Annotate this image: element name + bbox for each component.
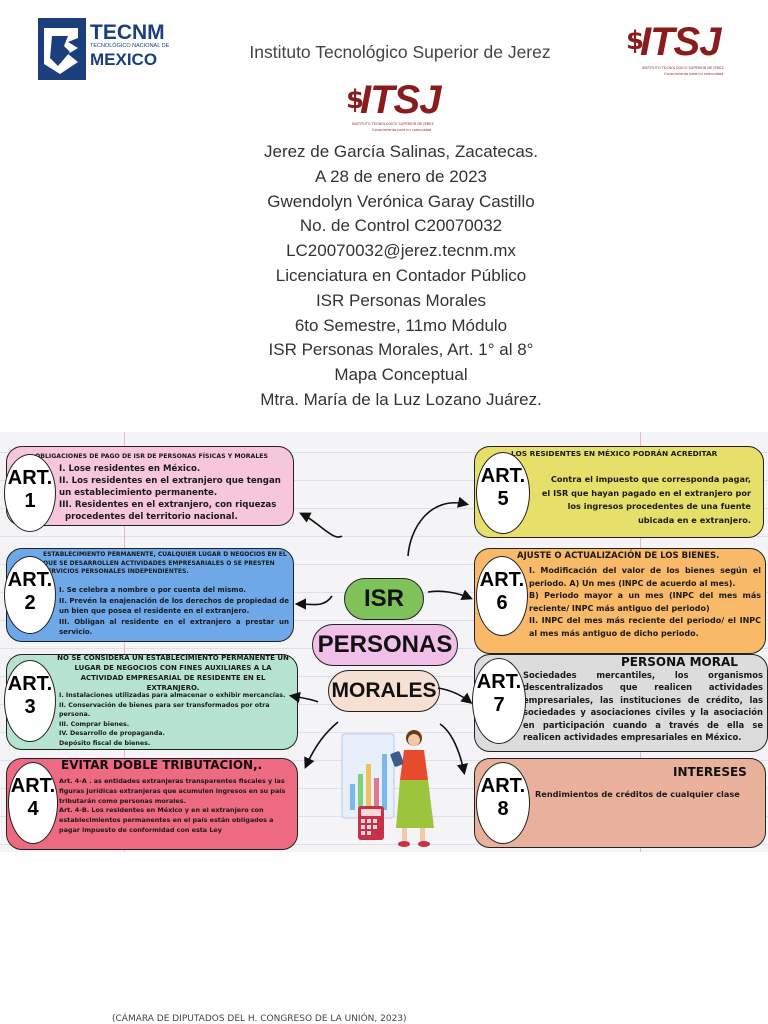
article-7-body: Sociedades mercantiles, los organismos d… bbox=[523, 670, 763, 743]
article-7-badge: ART.7 bbox=[472, 658, 526, 744]
article-3-badge: ART.3 bbox=[4, 660, 56, 742]
concept-map: OBLIGACIONES DE PAGO DE ISR DE PERSONAS … bbox=[0, 432, 768, 852]
article-5-badge: ART.5 bbox=[476, 452, 530, 534]
article-1-heading: OBLIGACIONES DE PAGO DE ISR DE PERSONAS … bbox=[35, 453, 268, 460]
article-2-body: I. Se celebra a nombre o por cuenta del … bbox=[59, 586, 289, 636]
article-2-heading: ESTABLECIMIENTO PERMANENTE, CUALQUIER LU… bbox=[43, 551, 287, 576]
info-place: Jerez de García Salinas, Zacatecas. bbox=[263, 142, 539, 161]
article-8-box: INTERESES Rendimientos de créditos de cu… bbox=[474, 758, 766, 848]
center-personas: PERSONAS bbox=[312, 624, 458, 666]
tecnm-logo bbox=[38, 18, 168, 80]
tecnm-wordmark: TECNM bbox=[90, 21, 165, 44]
info-type: Mapa Conceptual bbox=[334, 365, 468, 385]
article-4-body: Art. 4-A . as entidades extranjeras tran… bbox=[59, 777, 286, 834]
reference-footer: (CÁMARA DE DIPUTADOS DEL H. CONGRESO DE … bbox=[112, 1014, 407, 1024]
info-semester: 6to Semestre, 11mo Módulo bbox=[294, 315, 508, 335]
article-4-badge: ART.4 bbox=[8, 762, 58, 844]
article-8-body: Rendimientos de créditos de cualquier cl… bbox=[535, 789, 740, 799]
connector-arrows bbox=[288, 496, 473, 776]
article-1-badge: ART.1 bbox=[4, 454, 56, 532]
article-2-badge: ART.2 bbox=[4, 556, 56, 634]
article-7-heading: PERSONA MORAL bbox=[621, 655, 738, 669]
tecnm-country: MEXICO bbox=[90, 50, 158, 69]
article-6-body: I. Modificación del valor de los bienes … bbox=[529, 566, 761, 638]
gear-dollar-icon: $ bbox=[346, 85, 365, 115]
article-8-badge: ART.8 bbox=[476, 762, 530, 844]
itsj-subtitle: INSTITUTO TECNOLÓGICO SUPERIOR DE JEREZ bbox=[642, 66, 724, 70]
center-isr: ISR bbox=[344, 578, 424, 620]
itsj-wordmark: ITSJ bbox=[360, 78, 441, 122]
article-1-box: OBLIGACIONES DE PAGO DE ISR DE PERSONAS … bbox=[6, 446, 294, 526]
info-email: LC20070032@jerez.tecnm.mx bbox=[286, 241, 516, 261]
itsj-motto: Conocimiento para mi comunidad bbox=[664, 72, 724, 76]
itsj-motto: Conocimiento para mi comunidad bbox=[372, 128, 432, 132]
accountant-illustration bbox=[341, 730, 434, 847]
article-4-heading: EVITAR DOBLE TRIBUTACIÓN,. bbox=[61, 758, 263, 772]
article-6-badge: ART.6 bbox=[476, 556, 528, 636]
institute-title: Instituto Tecnológico Superior de Jerez bbox=[249, 42, 551, 62]
article-6-heading: AJUSTE O ACTUALIZACIÓN DE LOS BIENES. bbox=[517, 551, 720, 561]
tecnm-emblem-icon bbox=[38, 18, 86, 80]
article-3-heading: NO SE CONSIDERA UN ESTABLECIMIENTO PERMA… bbox=[57, 654, 289, 692]
article-5-body: Contra el impuesto que corresponda pagar… bbox=[541, 474, 751, 525]
document-info: Jerez de García Salinas, Zacatecas. A 28… bbox=[160, 140, 642, 413]
tecnm-subtitle: TECNOLÓGICO NACIONAL DE bbox=[90, 43, 170, 49]
info-teacher: Mtra. María de la Luz Lozano Juárez. bbox=[260, 389, 542, 409]
itsj-wordmark: ITSJ bbox=[640, 20, 721, 64]
article-8-heading: INTERESES bbox=[673, 765, 747, 779]
article-1-body: I. Lose residentes en México. II. Los re… bbox=[59, 464, 281, 522]
article-5-heading: LOS RESIDENTES EN MÉXICO PODRÁN ACREDITA… bbox=[511, 449, 718, 458]
article-3-body: I. Instalaciones utilizadas para almacen… bbox=[59, 692, 286, 747]
info-student: Gwendolyn Verónica Garay Castillo bbox=[267, 191, 535, 211]
info-topic: ISR Personas Morales, Art. 1° al 8° bbox=[268, 340, 534, 360]
info-date: A 28 de enero de 2023 bbox=[314, 166, 488, 186]
itsj-subtitle: INSTITUTO TECNOLÓGICO SUPERIOR DE JEREZ bbox=[352, 122, 434, 126]
gear-dollar-icon: $ bbox=[626, 26, 645, 56]
info-control-number: No. de Control C20070032 bbox=[299, 216, 503, 236]
info-subject: ISR Personas Morales bbox=[315, 290, 487, 310]
info-degree: Licenciatura en Contador Público bbox=[275, 265, 527, 285]
center-morales: MORALES bbox=[328, 670, 440, 712]
